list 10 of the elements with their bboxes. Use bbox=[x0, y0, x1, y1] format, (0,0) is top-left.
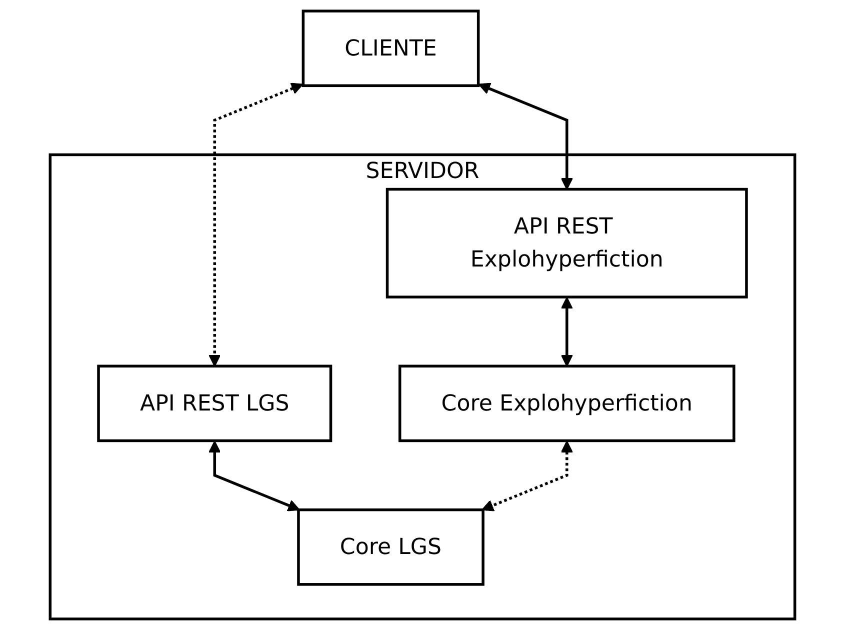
node-box: Core LGS bbox=[297, 508, 484, 586]
arrow bbox=[478, 82, 573, 190]
arrow bbox=[560, 297, 573, 367]
node-box: CLIENTE bbox=[302, 10, 480, 88]
node-box: API REST Explohyperfiction bbox=[386, 188, 748, 298]
node-box: API REST LGS bbox=[97, 364, 332, 442]
arrow bbox=[482, 440, 573, 512]
arrow bbox=[208, 82, 304, 367]
node-box: Core Explohyperfiction bbox=[398, 364, 736, 442]
arrow bbox=[208, 440, 300, 512]
